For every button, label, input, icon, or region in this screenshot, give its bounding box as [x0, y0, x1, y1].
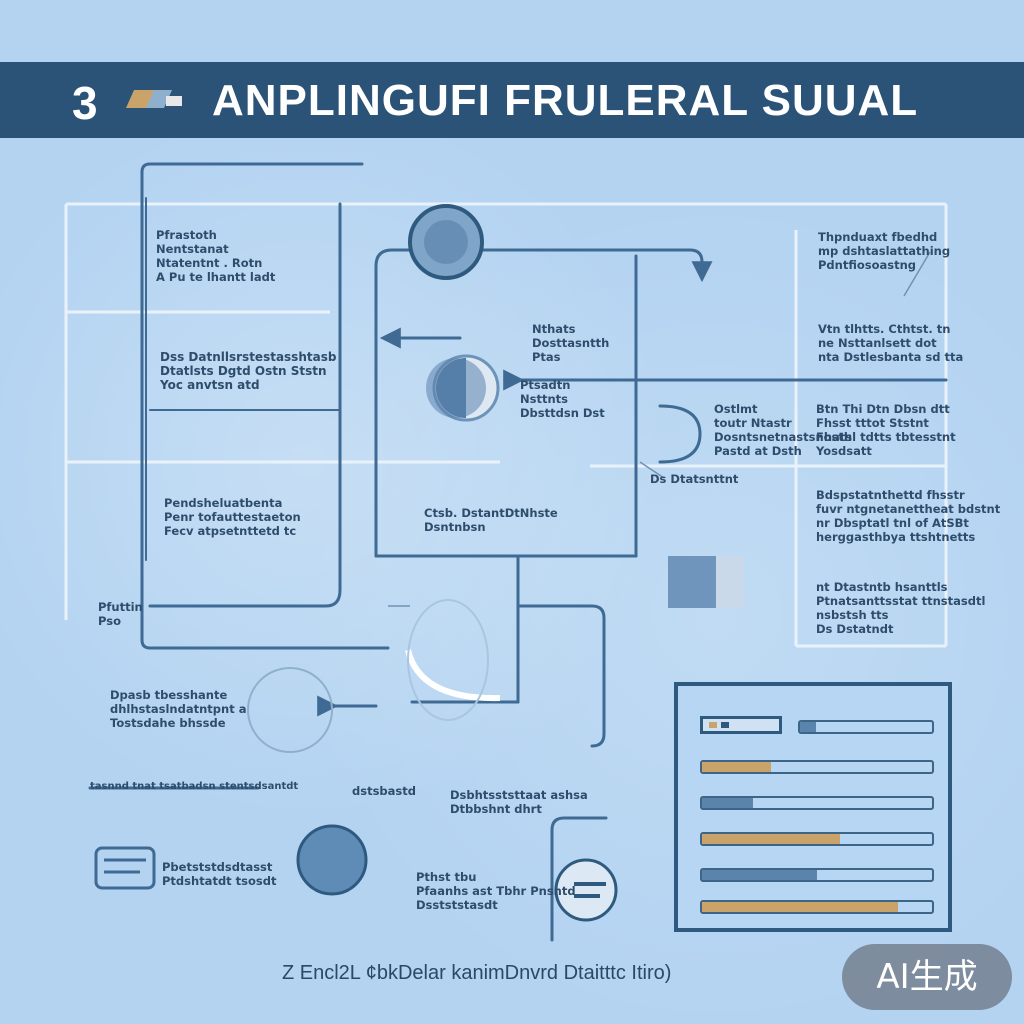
note-right-mid: Ostlmt toutr Ntastr Dosntsnetnastsnosth … [714, 402, 853, 458]
guide-lines [388, 251, 931, 607]
panel-progress-fill [702, 762, 771, 772]
frame-lines [64, 202, 948, 648]
page-title: ANPLINGUFI FRULERAL SUUAL [212, 76, 919, 125]
note-right-top: Thpnduaxt fbedhd mp dshtaslattathing Pdn… [818, 230, 951, 272]
panel-progress-fill [800, 722, 816, 732]
chat-circle [554, 858, 618, 922]
note-left-edge: Pfuttin Pso [98, 600, 143, 628]
panel-progress-fill [702, 870, 817, 880]
flow-lines [88, 162, 948, 942]
note-top-left: Pfrastoth Nentstanat Ntatentnt . Rotn A … [156, 228, 276, 284]
ai-generated-badge: AI生成 [842, 944, 1012, 1010]
panel-progress-fill [702, 798, 753, 808]
title-number: 3 [72, 77, 100, 129]
panel-progress-row-1[interactable] [798, 720, 934, 734]
note-center-mid: Ptsadtn Nsttnts Dbsttdsn Dst [520, 378, 605, 420]
bottom-caption: Z Encl2L ¢bkDelar kanimDnvrd Dtaitttc It… [282, 962, 672, 984]
note-center-low: Ctsb. DstantDtNhste Dsntnbsn [424, 506, 558, 534]
title-bar: 3 ANPLINGUFI FRULERAL SUUAL [0, 62, 1024, 138]
panel-progress-row-3[interactable] [700, 796, 934, 810]
note-bottom-left-2: tasnnd tnat tsatbadsn stentsdsantdt [90, 781, 299, 792]
note-center-top: Nthats Dosttasntth Ptas [532, 322, 610, 364]
note-bottom-left-3: Pbetststdsdtasst Ptdshtatdt tsosdt [162, 860, 277, 888]
note-right-3: Btn Thi Dtn Dbsn dtt Fhsst tttot Ststnt … [816, 402, 956, 458]
panel-progress-row-4[interactable] [700, 832, 934, 846]
settings-panel [674, 682, 952, 932]
note-bottom-center-2: Dsbhtsststtaat ashsa Dtbbshnt dhrt [450, 788, 588, 816]
note-left-2: Pendsheluatbenta Penr tofauttestaeton Fe… [164, 496, 301, 538]
panel-progress-fill [702, 834, 840, 844]
note-mid-left: Dss Datnllsrstestasshtasb Dtatlsts Dgtd … [160, 350, 337, 392]
avatar-circle-bottom [296, 824, 368, 896]
panel-progress-row-5[interactable] [700, 868, 934, 882]
panel-progress-row-6[interactable] [700, 900, 934, 914]
note-bottom-center-1: dstsbastd [352, 784, 416, 798]
note-right-5: nt Dtastntb hsanttls Ptnatsanttsstat ttn… [816, 580, 986, 636]
panel-progress-row-2[interactable] [700, 760, 934, 774]
logo-icon [126, 90, 182, 108]
note-bottom-center-3: Pthst tbu Pfaanhs ast Tbhr Pnsntd Dsstst… [416, 870, 576, 912]
note-right-4: Bdspstatnthettd fhsstr fuvr ntgnetanetth… [816, 488, 1001, 544]
panel-progress-fill [702, 902, 898, 912]
panel-toggle-icon[interactable] [700, 716, 782, 734]
note-mid-label: Ds Dtatsnttnt [650, 472, 739, 486]
note-right-2: Vtn tlhtts. Cthtst. tn ne Nsttanlsett do… [818, 322, 964, 364]
note-bottom-left-1: Dpasb tbesshante dhlhstaslndatntpnt a To… [110, 688, 247, 730]
